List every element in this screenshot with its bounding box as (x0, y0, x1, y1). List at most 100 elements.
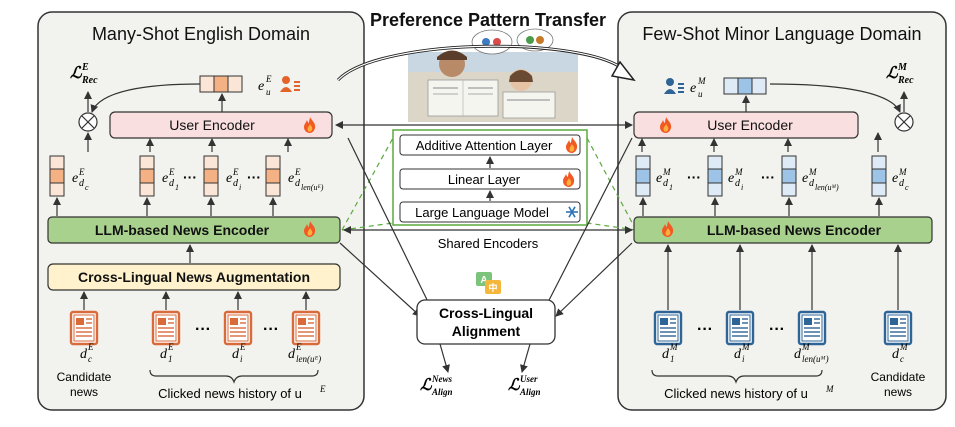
right-doc-i (725, 310, 755, 346)
left-dot-product (78, 112, 98, 132)
svg-text:d: d (899, 178, 905, 189)
left-doc-1 (151, 310, 181, 346)
user-align-loss: ℒ User Align (508, 374, 541, 397)
left-doc-labels: d E c d E 1 d E i d E len(uᴱ) (80, 342, 321, 364)
right-history-label: Clicked news history of u M (664, 384, 834, 401)
svg-text:User Encoder: User Encoder (707, 117, 793, 133)
left-emb-labels: e E d c e E d 1 e E d i e E d len(uᴱ) (72, 167, 324, 192)
svg-text:ℒ: ℒ (70, 65, 83, 82)
svg-text:c: c (905, 183, 909, 192)
right-doc-len (797, 310, 827, 346)
svg-text:Large Language Model: Large Language Model (415, 205, 549, 220)
right-rec-loss: ℒ M Rec (886, 62, 914, 86)
right-emb-candidate (871, 155, 887, 197)
left-panel-title: Many-Shot English Domain (92, 24, 310, 44)
svg-text:1: 1 (175, 183, 179, 192)
shared-encoders-label: Shared Encoders (438, 236, 539, 251)
left-news-encoder (47, 216, 341, 244)
svg-text:1: 1 (670, 354, 675, 364)
svg-text:···: ··· (761, 169, 775, 185)
svg-text:···: ··· (247, 169, 261, 185)
svg-text:e: e (162, 171, 168, 186)
svg-text:d: d (295, 178, 301, 189)
svg-text:M: M (897, 62, 908, 73)
right-candidate-label: Candidate (871, 370, 926, 384)
left-user-embedding: e E u (199, 74, 272, 97)
left-rec-loss: ℒ E Rec (70, 62, 98, 86)
svg-text:d: d (80, 347, 88, 362)
svg-text:i: i (240, 354, 243, 364)
svg-text:ℒ: ℒ (508, 377, 521, 394)
left-doc-len (291, 310, 321, 346)
left-user-encoder (109, 111, 333, 139)
svg-text:M: M (801, 342, 810, 352)
svg-text:E: E (294, 167, 301, 177)
left-doc-i (223, 310, 253, 346)
svg-text:len(uᴹ): len(uᴹ) (802, 354, 829, 364)
svg-text:i: i (741, 183, 743, 192)
left-emb-candidate (49, 155, 65, 197)
svg-text:i: i (239, 183, 241, 192)
svg-text:E: E (87, 342, 94, 352)
svg-text:d: d (735, 178, 741, 189)
svg-text:1: 1 (168, 354, 173, 364)
svg-text:e: e (802, 171, 808, 186)
svg-text:d: d (662, 347, 670, 362)
svg-text:Rec: Rec (897, 75, 914, 86)
snowflake-icon (566, 206, 578, 218)
svg-text:M: M (669, 342, 678, 352)
additive-attention-layer (399, 134, 581, 156)
svg-text:A: A (480, 275, 487, 286)
svg-text:M: M (741, 342, 750, 352)
right-user-encoder (633, 111, 859, 139)
svg-text:中: 中 (488, 282, 497, 293)
svg-text:M: M (899, 342, 908, 352)
left-doc-candidate (69, 310, 99, 346)
svg-text:M: M (697, 76, 706, 86)
family-reading-photo (408, 28, 578, 122)
news-align-loss: ℒ News Align (420, 374, 453, 397)
user-profile-icon (664, 78, 684, 94)
svg-text:E: E (168, 167, 175, 177)
svg-text:ℒ: ℒ (420, 377, 433, 394)
right-doc-candidate (883, 310, 913, 346)
svg-text:Rec: Rec (81, 75, 98, 86)
svg-text:E: E (232, 167, 239, 177)
svg-text:e: e (690, 81, 696, 96)
cross-lingual-alignment (416, 299, 556, 345)
svg-text:len(uᴱ): len(uᴱ) (301, 183, 324, 192)
svg-text:e: e (226, 171, 232, 186)
svg-text:User Encoder: User Encoder (169, 117, 255, 133)
right-dot-product (894, 112, 914, 132)
right-panel-title: Few-Shot Minor Language Domain (642, 24, 921, 44)
linear-layer (399, 168, 581, 190)
svg-text:E: E (319, 384, 326, 394)
right-news-encoder (633, 216, 933, 244)
svg-text:e: e (892, 171, 898, 186)
svg-text:Align: Align (431, 387, 453, 397)
svg-text:···: ··· (687, 169, 701, 185)
svg-text:Additive Attention Layer: Additive Attention Layer (416, 138, 553, 153)
svg-text:d: d (809, 178, 815, 189)
svg-text:d: d (233, 178, 239, 189)
left-candidate-label-2: news (70, 385, 98, 399)
right-emb-1 (635, 155, 651, 197)
left-emb-1 (139, 155, 155, 197)
right-candidate-label-2: news (884, 385, 912, 399)
svg-text:e: e (72, 171, 78, 186)
svg-text:d: d (663, 178, 669, 189)
main-title: Preference Pattern Transfer (370, 10, 606, 30)
left-history-label: Clicked news history of u E (158, 384, 326, 401)
svg-text:···: ··· (183, 169, 197, 185)
cross-lingual-news-augmentation (47, 263, 341, 291)
svg-text:E: E (81, 62, 89, 73)
svg-text:d: d (169, 178, 175, 189)
svg-text:Cross-Lingual: Cross-Lingual (439, 305, 533, 321)
svg-text:d: d (79, 178, 85, 189)
svg-text:e: e (656, 171, 662, 186)
svg-text:c: c (88, 354, 92, 364)
svg-text:Linear Layer: Linear Layer (448, 172, 521, 187)
svg-text:e: e (728, 171, 734, 186)
svg-text:LLM-based News Encoder: LLM-based News Encoder (707, 222, 882, 238)
svg-text:Align: Align (519, 387, 541, 397)
